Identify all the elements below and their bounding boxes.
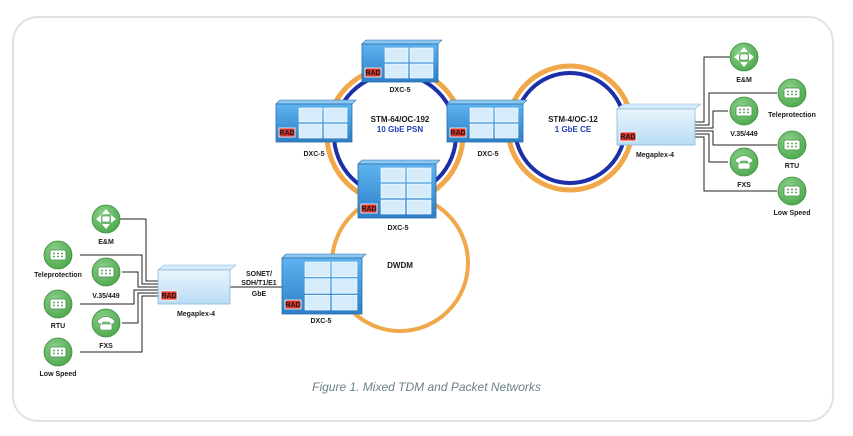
ring-right-label: STM-4/OC-12 <box>548 115 598 124</box>
rad-logo-text: RAD <box>161 293 176 300</box>
dxc-right: RAD DXC-5 <box>446 99 528 158</box>
dxc-slot <box>409 63 434 79</box>
link-label-line2: SDH/T1/E1 <box>241 280 277 287</box>
rad-logo-text: RAD <box>620 134 635 141</box>
endpoint-label: E&M <box>98 239 114 246</box>
rad-logo: RAD <box>364 67 382 78</box>
megaplex-left: RAD Megaplex-4 <box>157 264 237 318</box>
endpoint-label: FXS <box>99 343 113 350</box>
megaplex-label: Megaplex-4 <box>636 152 674 159</box>
dxc-slot <box>384 63 409 79</box>
dxc-slot <box>409 47 434 63</box>
dxc-label: DXC-5 <box>387 225 408 232</box>
serial-port-icon <box>43 337 73 367</box>
endpoint-label: V.35/449 <box>92 293 119 300</box>
dwdm-label: DWDM <box>387 261 413 270</box>
endpoint-label: E&M <box>736 77 752 84</box>
serial-port-icon <box>777 78 807 108</box>
dxc-slot <box>406 199 432 215</box>
link-label-line1: SONET/ <box>246 271 272 278</box>
rad-logo-text: RAD <box>285 302 300 309</box>
dxc-bottom: RAD DXC-5 <box>281 253 367 325</box>
rad-logo: RAD <box>278 127 296 138</box>
endpoint-label: Low Speed <box>774 210 811 217</box>
serial-port-icon <box>777 130 807 160</box>
dxc-left: RAD DXC-5 <box>275 99 357 158</box>
dxc-slot <box>323 123 348 139</box>
rad-logo-text: RAD <box>365 70 380 77</box>
dxc-slot <box>298 107 323 123</box>
dxc-label: DXC-5 <box>477 151 498 158</box>
dxc-slot <box>304 295 331 311</box>
dxc-slot <box>469 107 494 123</box>
endpoint-label: RTU <box>785 163 799 170</box>
ring-left-sub: 10 GbE PSN <box>377 125 423 134</box>
rad-logo: RAD <box>284 299 302 310</box>
dxc-slot <box>384 47 409 63</box>
dxc-slot <box>494 123 519 139</box>
dxc-slot <box>406 167 432 183</box>
endpoint-label: V.35/449 <box>730 131 757 138</box>
phone-icon <box>91 308 121 338</box>
dxc-slot <box>380 199 406 215</box>
serial-port-icon <box>43 289 73 319</box>
dxc-slot <box>494 107 519 123</box>
dxc-label: DXC-5 <box>303 151 324 158</box>
dxc-slot <box>380 183 406 199</box>
right-wiring <box>695 56 777 192</box>
endpoint-label: RTU <box>51 323 65 330</box>
rad-logo: RAD <box>619 131 637 142</box>
rad-logo: RAD <box>160 290 178 301</box>
serial-port-icon <box>777 176 807 206</box>
dxc-slot <box>469 123 494 139</box>
left-wiring <box>80 218 160 353</box>
ring-right-sub: 1 GbE CE <box>555 125 592 134</box>
dxc-slot <box>304 278 331 294</box>
em-icon <box>729 42 759 72</box>
dxc-slot <box>331 278 358 294</box>
dxc-label: DXC-5 <box>310 318 331 325</box>
endpoint-label: Low Speed <box>40 371 77 378</box>
figure-frame <box>12 16 834 422</box>
rad-logo: RAD <box>360 203 378 214</box>
ring-left-label: STM-64/OC-192 <box>371 115 430 124</box>
megaplex-right: RAD Megaplex-4 <box>616 103 702 159</box>
rad-logo-text: RAD <box>361 206 376 213</box>
serial-port-icon <box>91 257 121 287</box>
dxc-slot <box>304 261 331 277</box>
endpoint-label: Teleprotection <box>768 112 816 119</box>
dxc-top: RAD DXC-5 <box>361 39 443 94</box>
dxc-slot <box>298 123 323 139</box>
megaplex-label: Megaplex-4 <box>177 311 215 318</box>
dxc-slot <box>331 295 358 311</box>
dxc-label: DXC-5 <box>389 87 410 94</box>
phone-icon <box>729 147 759 177</box>
figure-caption: Figure 1. Mixed TDM and Packet Networks <box>312 380 541 394</box>
rad-logo-text: RAD <box>450 130 465 137</box>
rad-logo: RAD <box>449 127 467 138</box>
serial-port-icon <box>729 96 759 126</box>
dxc-slot <box>380 167 406 183</box>
rad-logo-text: RAD <box>279 130 294 137</box>
link-label-line3: GbE <box>252 291 267 298</box>
em-icon <box>91 204 121 234</box>
dxc-slot <box>323 107 348 123</box>
dxc-slot <box>331 261 358 277</box>
serial-port-icon <box>43 240 73 270</box>
dxc-slot <box>406 183 432 199</box>
endpoint-label: Teleprotection <box>34 272 82 279</box>
endpoint-label: FXS <box>737 182 751 189</box>
dxc-center: RAD DXC-5 <box>357 159 441 232</box>
